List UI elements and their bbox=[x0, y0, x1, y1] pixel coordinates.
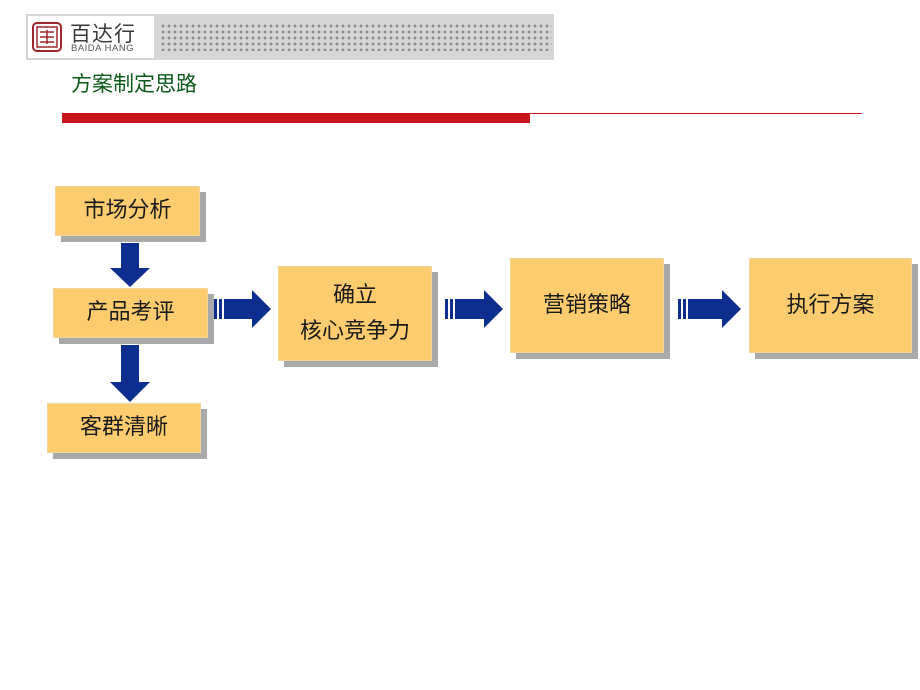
logo-seal-icon bbox=[32, 22, 62, 52]
box-core-line1: 确立 bbox=[332, 283, 377, 309]
box-marketing-strategy: 营销策略 bbox=[510, 258, 664, 353]
logo-bar: 百达行 BAIDA HANG bbox=[26, 14, 554, 60]
title-underline-thick bbox=[62, 113, 530, 123]
box-core-competence: 确立 核心竞争力 bbox=[278, 266, 432, 361]
box-marketing-strategy-label: 营销策略 bbox=[542, 292, 631, 318]
page-title: 方案制定思路 bbox=[71, 72, 197, 96]
box-product-review-label: 产品考评 bbox=[86, 300, 175, 326]
box-product-review: 产品考评 bbox=[53, 288, 208, 338]
box-execution-plan: 执行方案 bbox=[749, 258, 912, 353]
logo-english-name: BAIDA HANG bbox=[71, 43, 135, 54]
box-customer-clarity-label: 客群清晰 bbox=[79, 415, 168, 441]
logo: 百达行 BAIDA HANG bbox=[28, 16, 154, 58]
down-arrow-1 bbox=[110, 243, 150, 287]
box-customer-clarity: 客群清晰 bbox=[47, 403, 201, 453]
right-arrow-3 bbox=[678, 290, 741, 328]
title-underline-thin bbox=[530, 113, 862, 114]
box-execution-plan-label: 执行方案 bbox=[786, 292, 875, 318]
logo-chinese-name: 百达行 bbox=[70, 22, 136, 46]
right-arrow-1 bbox=[214, 290, 271, 328]
down-arrow-2 bbox=[110, 345, 150, 402]
dot-pattern bbox=[160, 23, 552, 51]
right-arrow-2 bbox=[445, 290, 503, 328]
box-market-analysis-label: 市场分析 bbox=[83, 198, 172, 224]
box-core-line2: 核心竞争力 bbox=[299, 318, 410, 344]
box-market-analysis: 市场分析 bbox=[55, 186, 200, 236]
